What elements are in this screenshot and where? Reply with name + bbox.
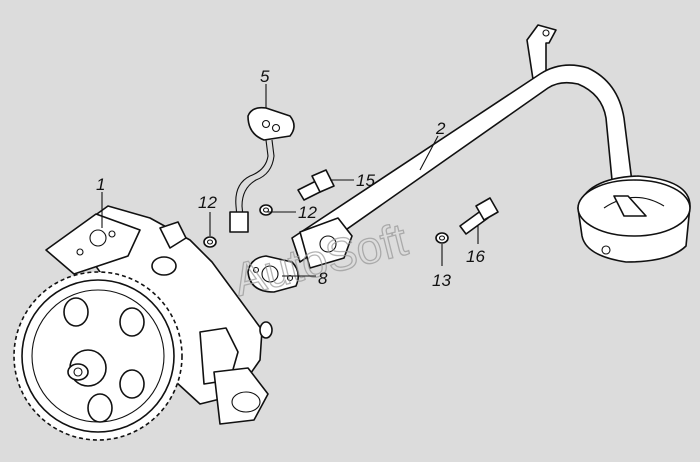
callout-12-right: 12 [298,203,317,222]
gasket [247,255,300,293]
bolts [297,169,499,235]
callout-2: 2 [435,119,446,138]
pressure-tube [229,106,295,233]
callout-1: 1 [96,175,105,194]
oil-pump-assembly [13,205,273,441]
callout-13: 13 [432,271,451,290]
callout-16: 16 [466,247,485,266]
callout-15: 15 [356,171,375,190]
leader-lines [101,84,479,277]
oil-intake-pipe [291,24,691,269]
callout-numbers: 1 2 5 8 12 12 13 15 16 [96,67,485,290]
callout-5: 5 [260,67,270,86]
callout-12-left: 12 [198,193,217,212]
callout-8: 8 [318,269,328,288]
